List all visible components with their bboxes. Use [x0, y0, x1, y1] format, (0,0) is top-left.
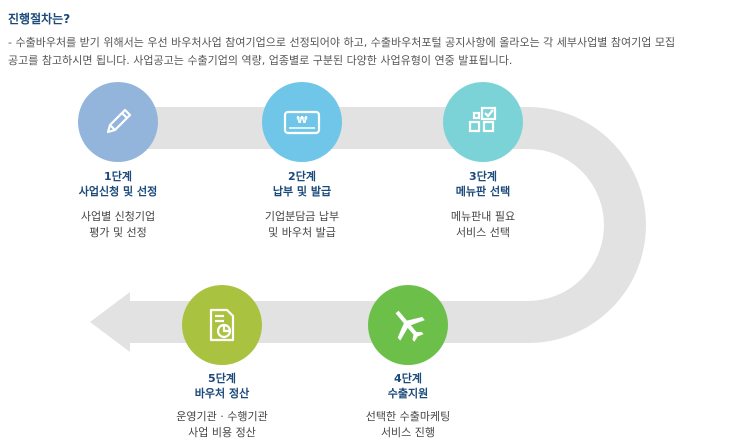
step-description: 메뉴판내 필요 서비스 선택 [408, 209, 558, 241]
step-2-circle: ₩ [262, 82, 342, 162]
step-name: 바우처 정산 [194, 387, 250, 400]
step-4: 4단계 수출지원 선택한 수출마케팅 서비스 진행 [333, 372, 483, 441]
step-description-line: 평가 및 선정 [89, 226, 147, 239]
step-3: 3단계 메뉴판 선택 메뉴판내 필요 서비스 선택 [408, 170, 558, 241]
description-line: 공고를 참고하시면 됩니다. 사업공고는 수출기업의 역량, 업종별로 구분된 … [8, 54, 513, 67]
step-5-circle [182, 285, 262, 365]
description-line: - 수출바우처를 받기 위해서는 우선 바우처사업 참여기업으로 선정되어야 하… [8, 36, 676, 49]
step-description-line: 선택한 수출마케팅 [365, 410, 451, 423]
step-number: 4단계 [394, 372, 422, 385]
voucher-card-icon: ₩ [283, 110, 321, 135]
airplane-icon [395, 310, 425, 342]
report-chart-icon [209, 308, 235, 342]
step-description-line: 운영기관 · 수행기관 [176, 410, 268, 423]
step-name: 사업신청 및 선정 [78, 185, 158, 198]
menu-grid-check-icon [468, 106, 497, 133]
track-top-and-turn [118, 107, 646, 343]
step-1-circle [78, 82, 158, 162]
step-3-circle [443, 82, 523, 162]
pencil-icon [106, 108, 132, 134]
step-description-line: 기업분담금 납부 [264, 210, 340, 223]
step-description: 운영기관 · 수행기관 사업 비용 정산 [147, 409, 297, 441]
step-number: 5단계 [208, 372, 236, 385]
step-description: 기업분담금 납부 및 바우처 발급 [227, 209, 377, 241]
step-description-line: 서비스 선택 [455, 226, 511, 239]
step-2: 2단계 납부 및 발급 기업분담금 납부 및 바우처 발급 [227, 170, 377, 241]
step-description-line: 사업별 신청기업 [80, 210, 156, 223]
step-1: 1단계 사업신청 및 선정 사업별 신청기업 평가 및 선정 [43, 170, 193, 241]
step-number: 1단계 [104, 170, 132, 183]
step-description-line: 서비스 진행 [380, 426, 436, 439]
won-symbol: ₩ [296, 115, 307, 126]
step-description-line: 및 바우처 발급 [268, 226, 336, 239]
step-description: 사업별 신청기업 평가 및 선정 [43, 209, 193, 241]
description: - 수출바우처를 받기 위해서는 우선 바우처사업 참여기업으로 선정되어야 하… [8, 34, 724, 70]
page-title: 진행절차는? [8, 12, 71, 26]
track-arrowhead [90, 292, 130, 352]
step-description: 선택한 수출마케팅 서비스 진행 [333, 409, 483, 441]
step-5: 5단계 바우처 정산 운영기관 · 수행기관 사업 비용 정산 [147, 372, 297, 441]
step-number: 2단계 [288, 170, 316, 183]
step-name: 납부 및 발급 [272, 185, 332, 198]
step-description-line: 메뉴판내 필요 [450, 210, 516, 223]
step-name: 메뉴판 선택 [455, 185, 511, 198]
step-name: 수출지원 [387, 387, 429, 400]
step-4-circle [368, 285, 448, 365]
step-description-line: 사업 비용 정산 [188, 426, 256, 439]
step-number: 3단계 [469, 170, 497, 183]
